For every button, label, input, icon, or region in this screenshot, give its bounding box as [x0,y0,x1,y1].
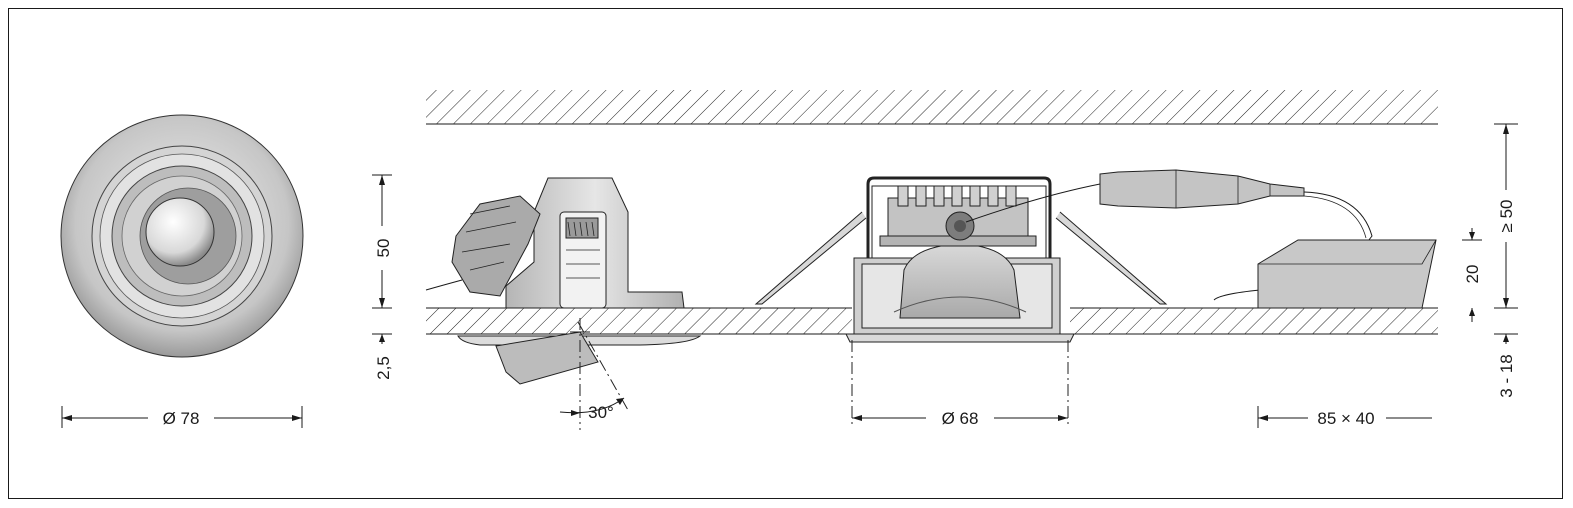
driver-box [1257,239,1437,309]
label-driver-size: 85 × 40 [1317,409,1374,428]
label-tilt-angle: 30° [588,403,614,422]
installed-fixture [754,169,1373,343]
label-diameter-front: Ø 78 [163,409,200,428]
dimension-flange-thickness: 2,5 [374,334,393,380]
drawing-frame [8,8,1563,499]
label-min-clearance: ≥ 50 [1497,200,1516,233]
dimension-cutout-diameter: Ø 68 [851,340,1069,428]
dimension-height-fixture: 50 [372,174,393,335]
ceiling-slab-top [426,90,1438,125]
label-flange-thickness: 2,5 [374,356,393,380]
dimension-driver-height: 20 [1462,228,1482,322]
dimension-tilt-angle: 30° [559,318,629,430]
dimension-ceiling-thickness: 3 - 18 [1497,334,1516,398]
label-ceiling-thickness: 3 - 18 [1497,354,1516,397]
ceiling-board [426,307,1438,335]
dimension-driver-size: 85 × 40 [1257,406,1432,428]
label-cutout-diameter: Ø 68 [942,409,979,428]
tilted-side-view [425,177,702,385]
dimension-diameter-front: Ø 78 [61,406,303,428]
front-view [60,114,304,358]
label-driver-height: 20 [1463,265,1482,284]
label-height-fixture: 50 [374,239,393,258]
dimension-min-clearance: ≥ 50 [1494,123,1518,335]
